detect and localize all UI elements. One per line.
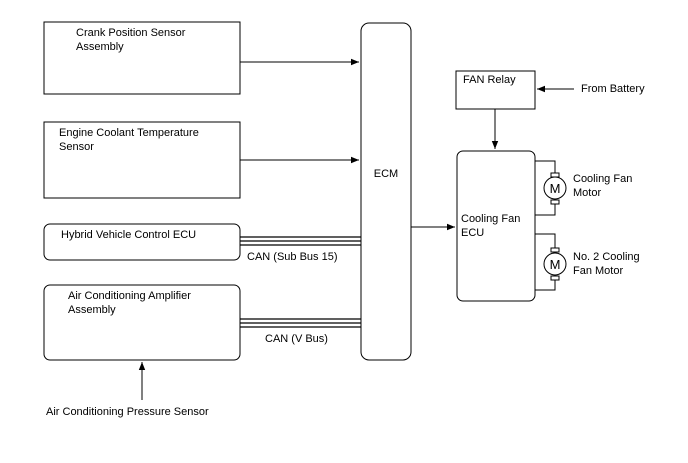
ac-pressure-sensor-label: Air Conditioning Pressure Sensor [46, 406, 209, 418]
hybrid-vehicle-control-ecu-block: Hybrid Vehicle Control ECU [43, 223, 241, 261]
can-sub-bus-label: CAN (Sub Bus 15) [247, 251, 337, 263]
cooling-fan-ecu-label-line1: Cooling Fan [461, 213, 520, 225]
hybrid-ecu-label: Hybrid Vehicle Control ECU [61, 229, 196, 241]
can-v-bus-label: CAN (V Bus) [265, 333, 328, 345]
motor-icon [543, 176, 567, 200]
can-v-bus-lines [240, 318, 361, 328]
crank-sensor-label-line2: Assembly [76, 41, 124, 53]
ac-amplifier-label-line1: Air Conditioning Amplifier [68, 290, 191, 302]
ecm-label: ECM [374, 168, 398, 180]
ecm-block: ECM [360, 22, 412, 361]
engine-coolant-temperature-sensor-block: Engine Coolant Temperature Sensor [43, 121, 241, 199]
crank-sensor-label-line1: Crank Position Sensor [76, 27, 186, 39]
fan-relay-label: FAN Relay [463, 74, 516, 86]
motor-symbol: M [550, 181, 561, 196]
coolant-sensor-label-line1: Engine Coolant Temperature [59, 127, 199, 139]
no2-cooling-fan-motor-label-line1: No. 2 Cooling [573, 251, 640, 263]
cooling-fan-motor: M [535, 160, 567, 216]
motor-icon [543, 252, 567, 276]
no2-cooling-fan-motor-label-line2: Fan Motor [573, 265, 623, 277]
can-sub-bus-lines [240, 236, 361, 246]
fan-relay-block: FAN Relay [455, 70, 536, 110]
motor-symbol: M [550, 257, 561, 272]
from-battery-label: From Battery [581, 83, 645, 95]
cooling-fan-motor-label-line2: Motor [573, 187, 601, 199]
air-conditioning-amplifier-block: Air Conditioning Amplifier Assembly [43, 284, 241, 361]
crank-position-sensor-block: Crank Position Sensor Assembly [43, 21, 241, 95]
coolant-sensor-label-line2: Sensor [59, 141, 94, 153]
cooling-fan-motor-label-line1: Cooling Fan [573, 173, 632, 185]
ac-amplifier-label-line2: Assembly [68, 304, 116, 316]
cooling-fan-ecu-block: Cooling Fan ECU [456, 150, 536, 302]
no2-cooling-fan-motor: M [535, 233, 567, 291]
cooling-fan-ecu-label-line2: ECU [461, 227, 484, 239]
